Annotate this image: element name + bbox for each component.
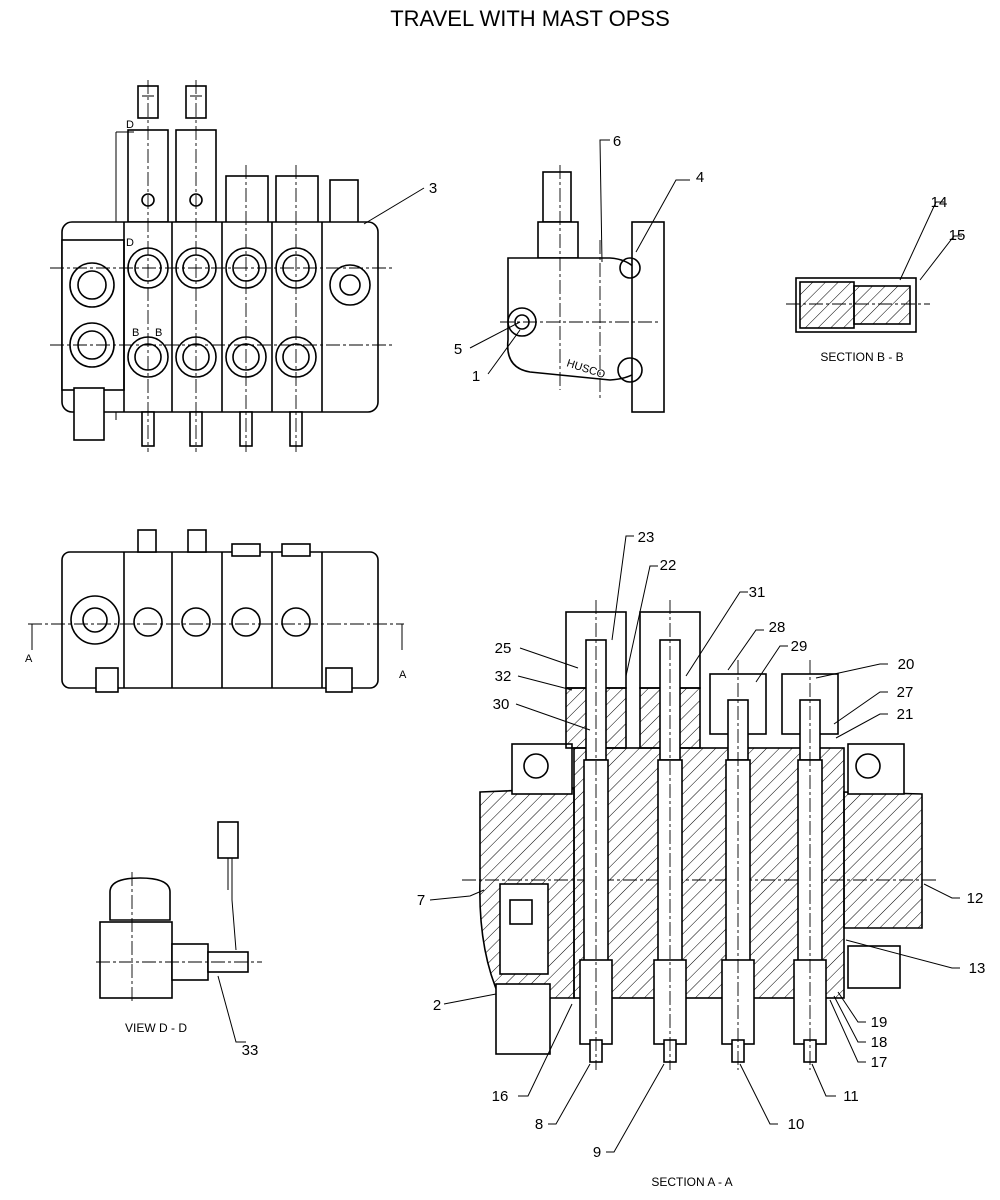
callout-17: 17	[871, 1054, 888, 1071]
callout-31: 31	[749, 584, 766, 601]
callout-15: 15	[949, 227, 966, 244]
section-mark-b-left: B	[132, 327, 139, 339]
callout-28: 28	[769, 619, 786, 636]
callout-25: 25	[495, 640, 512, 657]
callout-14: 14	[931, 194, 948, 211]
section-mark-a-left: A	[25, 653, 33, 665]
top-view	[28, 529, 404, 693]
callout-2: 2	[433, 997, 441, 1014]
callout-32: 32	[495, 668, 512, 685]
callout-3: 3	[429, 180, 437, 197]
callout-9: 9	[593, 1144, 601, 1161]
front-view	[50, 80, 392, 452]
section-mark-b-right: B	[155, 327, 162, 339]
callout-1: 1	[472, 368, 480, 385]
callout-5: 5	[454, 341, 462, 358]
section-bb-view	[786, 277, 930, 333]
callout-19: 19	[871, 1014, 888, 1031]
leader-lines	[217, 139, 962, 1153]
callout-11: 11	[843, 1088, 859, 1105]
callout-23: 23	[638, 529, 655, 546]
callout-6: 6	[613, 133, 621, 150]
callout-22: 22	[660, 557, 677, 574]
section-bb-label: SECTION B - B	[820, 350, 903, 364]
callout-29: 29	[791, 638, 808, 655]
callout-21: 21	[897, 706, 914, 723]
callout-10: 10	[788, 1116, 805, 1133]
callout-20: 20	[898, 656, 915, 673]
drawing-title: TRAVEL WITH MAST OPSS	[390, 6, 670, 31]
callout-33: 33	[242, 1042, 259, 1059]
callout-8: 8	[535, 1116, 543, 1133]
section-mark-d-top: D	[126, 119, 134, 131]
callout-27: 27	[897, 684, 914, 701]
callout-30: 30	[493, 696, 510, 713]
callout-4: 4	[696, 169, 704, 186]
callout-12: 12	[967, 890, 984, 907]
section-mark-a-right: A	[399, 669, 407, 681]
callout-7: 7	[417, 892, 425, 909]
callout-16: 16	[492, 1088, 509, 1105]
callout-18: 18	[871, 1034, 888, 1051]
view-dd-label: VIEW D - D	[125, 1021, 187, 1035]
section-aa-view	[462, 600, 938, 1070]
section-aa-label: SECTION A - A	[651, 1175, 732, 1189]
side-view	[500, 165, 665, 413]
section-mark-d-mid: D	[126, 237, 134, 249]
view-dd	[96, 821, 262, 1004]
callout-13: 13	[969, 960, 986, 977]
